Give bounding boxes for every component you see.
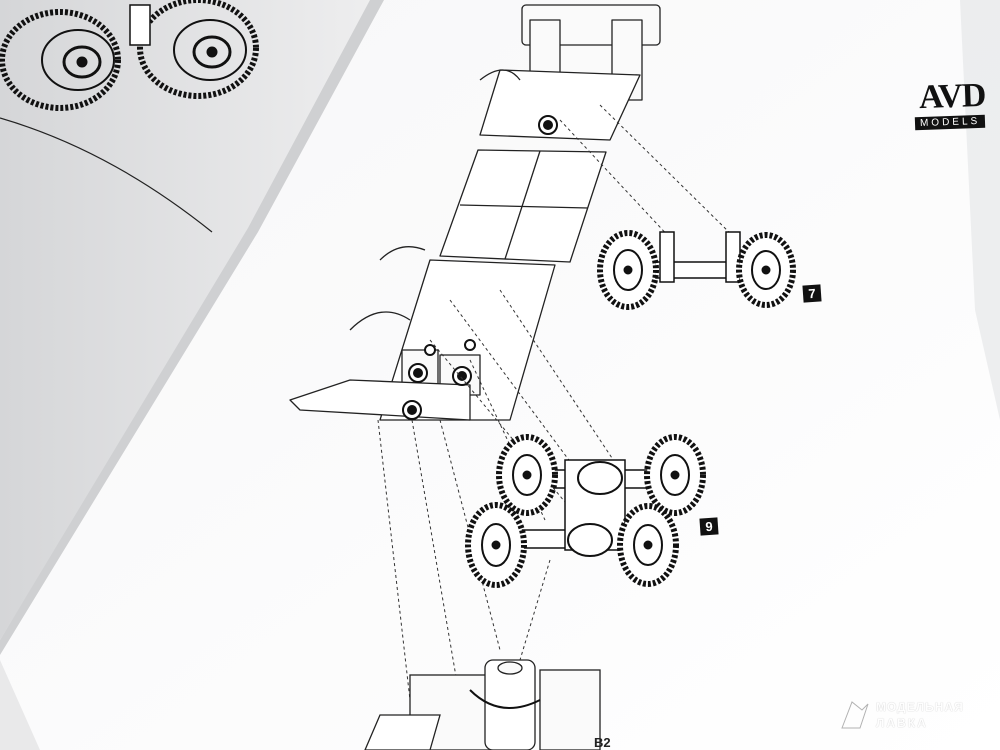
lower-frame-section	[364, 659, 601, 750]
watermark-line-1: МОДЕЛЬНАЯ	[876, 700, 964, 714]
avd-models-logo: AVD MODELS	[914, 76, 997, 138]
step-number-7: 7	[802, 284, 822, 303]
step-number-9: 9	[699, 517, 719, 536]
rear-bogie-assembly	[465, 434, 706, 588]
front-axle-assembly	[597, 230, 796, 310]
chassis-mounts	[402, 115, 558, 420]
assembly-guide-lines	[377, 104, 736, 701]
shop-watermark: МОДЕЛЬНАЯ ЛАВКА	[838, 698, 993, 738]
part-reference-label: B2	[594, 735, 611, 750]
left-page-wheels	[0, 0, 259, 111]
logo-name: AVD	[918, 76, 986, 117]
spine-shadow	[0, 0, 384, 655]
logo-subtitle: MODELS	[914, 114, 986, 131]
watermark-line-2: ЛАВКА	[876, 716, 928, 730]
watermark-icon	[841, 701, 869, 729]
